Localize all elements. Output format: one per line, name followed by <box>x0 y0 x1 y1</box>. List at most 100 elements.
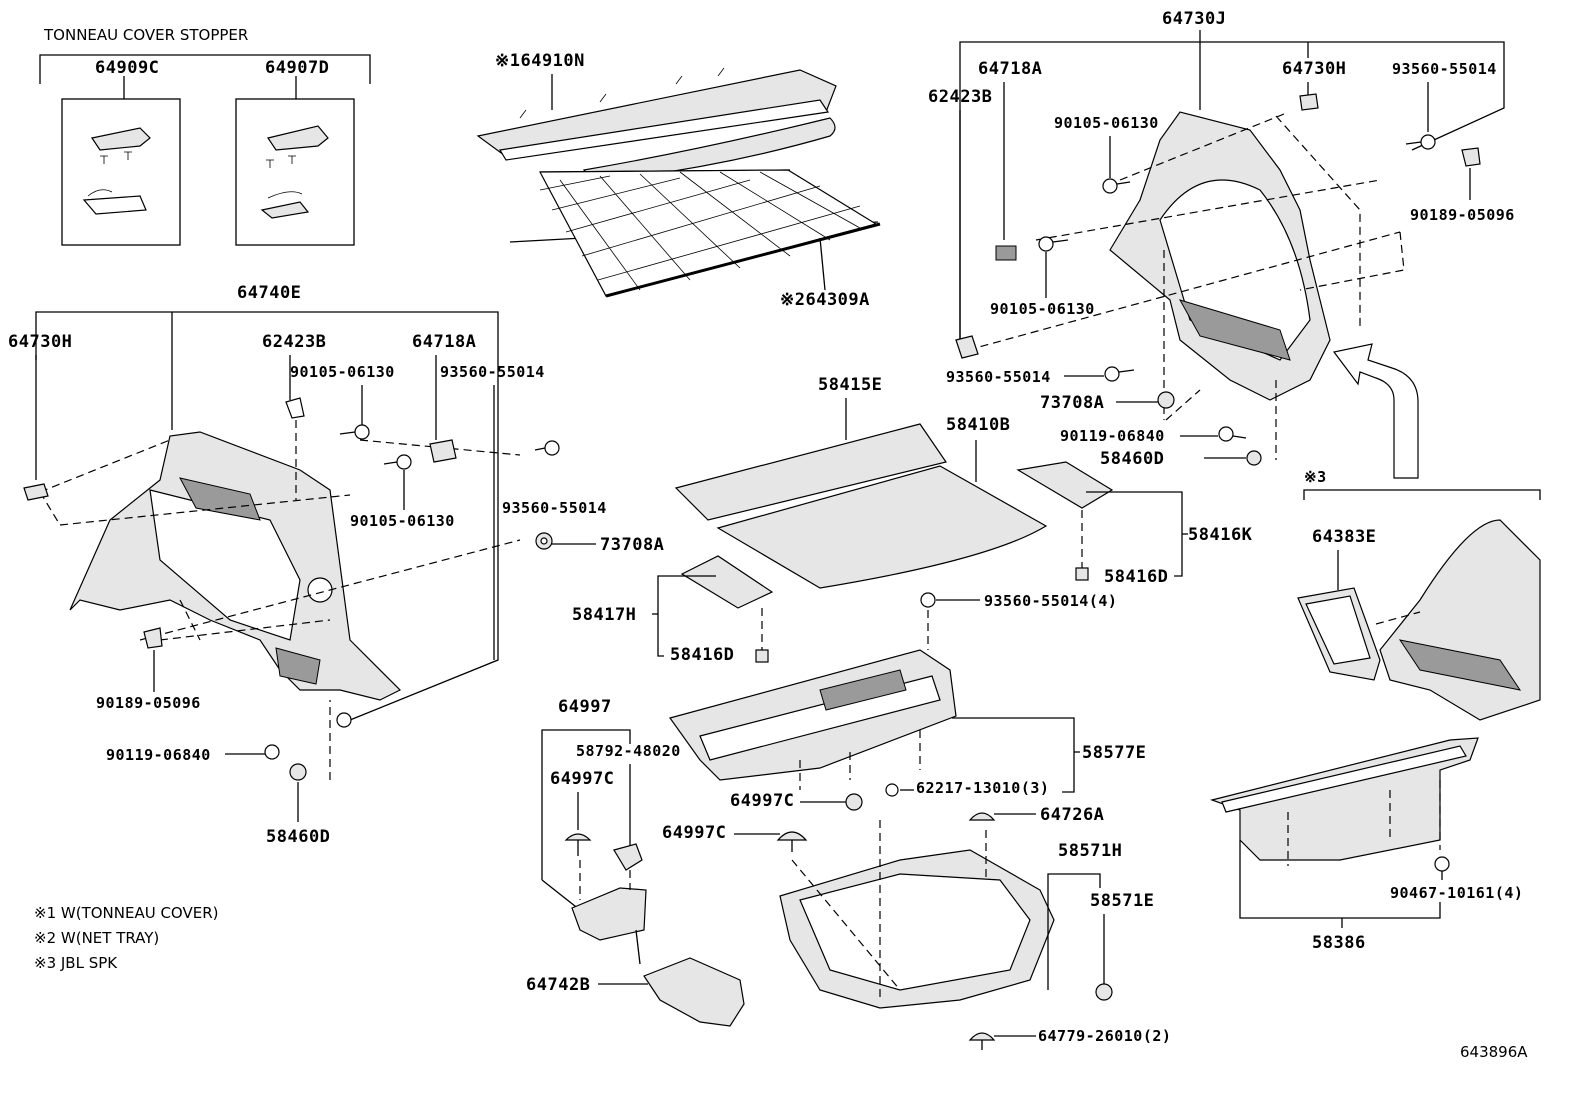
part-93560-d-label: 93560-55014 <box>946 368 1051 386</box>
cap-icon <box>1246 450 1262 466</box>
part-90105-d-label: 90105-06130 <box>990 300 1095 318</box>
part-64742B-label: 64742B <box>526 975 590 995</box>
plug-icon <box>1095 983 1113 1001</box>
clip-icon <box>143 627 163 649</box>
screw-icon <box>1405 134 1436 150</box>
hinge-icon <box>1075 567 1089 581</box>
part-64997-label: 64997 <box>558 697 612 717</box>
part-64718A-right-label: 64718A <box>978 59 1042 79</box>
part-58416D-left-label: 58416D <box>670 645 734 665</box>
part-64997C-a-label: 64997C <box>550 769 614 789</box>
figure-id: 643896A <box>1460 1043 1528 1061</box>
jbl-inset-group: ※3 64383E 90467-10161(4) 58386 <box>1209 468 1541 953</box>
deck-tray-group: 58577E 62217-13010(3) <box>669 649 1146 797</box>
bolt-icon <box>336 712 352 728</box>
lower-parts-group: 64997 58792-48020 64997C 64997C 64997C 6… <box>526 697 1171 1050</box>
part-73708A-right-label: 73708A <box>1040 393 1104 413</box>
clip-icon <box>23 483 49 501</box>
part-64779-label: 64779-26010(2) <box>1038 1027 1171 1045</box>
bracket-64997 <box>571 887 647 941</box>
part-93560-a-label: 93560-55014 <box>440 363 545 381</box>
screw-icon <box>920 592 980 608</box>
part-64997C-b-label: 64997C <box>730 791 794 811</box>
part-64718A-left-label: 64718A <box>412 332 476 352</box>
footnote-1: ※1 W(TONNEAU COVER) <box>34 904 219 922</box>
clip-icon <box>285 397 305 419</box>
part-58416K-label: 58416K <box>1188 525 1253 545</box>
push-clip-icon <box>845 793 863 811</box>
part-58571H-label: 58571H <box>1058 841 1122 861</box>
deck-board-upper <box>674 423 947 521</box>
clip-icon <box>955 335 979 359</box>
side-board-left <box>680 555 774 609</box>
part-64730H-right-label: 64730H <box>1282 59 1346 79</box>
tonneau-cover-stopper-heading: TONNEAU COVER STOPPER <box>43 26 248 44</box>
part-64907D-box <box>235 98 355 246</box>
net-mesh <box>539 171 861 291</box>
deck-board-group: 58415E 58410B 58416K 58416D 58417H 58416… <box>572 375 1253 665</box>
footnote-3: ※3 JBL SPK <box>34 954 118 972</box>
part-90105-c-label: 90105-06130 <box>1054 114 1159 132</box>
push-clip-icon <box>968 1032 996 1050</box>
part-90105-b-label: 90105-06130 <box>350 512 455 530</box>
grommet-icon <box>535 532 553 550</box>
bolt-icon <box>225 744 280 760</box>
bolt-icon <box>1218 426 1247 442</box>
right-side-trim-group: 64730J 64718A 64730H 93560-55014 62423B … <box>928 9 1515 479</box>
part-64909C-box <box>61 98 181 246</box>
part-58415E-label: 58415E <box>818 375 882 395</box>
part-58792-label: 58792-48020 <box>576 742 681 760</box>
part-64740E-label: 64740E <box>237 283 301 303</box>
screw-icon <box>383 454 412 470</box>
part-64907D-label: 64907D <box>265 58 329 78</box>
part-64383E-label: 64383E <box>1312 527 1376 547</box>
clip-icon <box>1299 93 1319 111</box>
push-clip-icon <box>776 831 808 852</box>
bracket-64742B <box>643 957 745 1027</box>
part-64730H-left-label: 64730H <box>8 332 72 352</box>
footnote-2: ※2 W(NET TRAY) <box>34 929 159 947</box>
part-64910N-label: ※164910N <box>495 51 585 71</box>
part-58460D-right-label: 58460D <box>1100 449 1164 469</box>
screw-icon <box>339 424 370 440</box>
part-62423B-right-label: 62423B <box>928 87 992 107</box>
hinge-icon <box>755 649 769 663</box>
cap-icon <box>289 763 307 781</box>
clip-icon <box>1434 856 1450 880</box>
part-62217-label: 62217-13010(3) <box>916 779 1049 797</box>
part-62423B-left-label: 62423B <box>262 332 326 352</box>
part-64309A-label: ※264309A <box>780 290 870 310</box>
bracket-icon <box>429 439 457 463</box>
part-64997C-c-label: 64997C <box>662 823 726 843</box>
grommet-icon <box>1157 391 1175 409</box>
left-side-trim-group: 64740E 64730H 62423B 64718A 90105-06130 … <box>8 283 664 847</box>
push-clip-icon <box>564 833 592 856</box>
part-90119-right-label: 90119-06840 <box>1060 427 1165 445</box>
part-90467-label: 90467-10161(4) <box>1390 884 1523 902</box>
tonneau-cover-group: ※164910N ※264309A <box>476 51 881 310</box>
footnotes: ※1 W(TONNEAU COVER) ※2 W(NET TRAY) ※3 JB… <box>34 904 219 972</box>
side-board-right <box>1016 461 1114 509</box>
part-64730J-label: 64730J <box>1162 9 1226 29</box>
part-73708A-left-label: 73708A <box>600 535 664 555</box>
tonneau-cover-stopper-group: TONNEAU COVER STOPPER 64909C 64907D <box>39 26 371 246</box>
screw-icon <box>1104 366 1135 382</box>
clip-icon <box>1461 147 1481 167</box>
net-tray-shape <box>539 169 878 297</box>
part-90189-right-label: 90189-05096 <box>1410 206 1515 224</box>
part-58416D-right-label: 58416D <box>1104 567 1168 587</box>
part-58386-label: 58386 <box>1312 933 1366 953</box>
part-58410B-label: 58410B <box>946 415 1010 435</box>
part-58460D-left-label: 58460D <box>266 827 330 847</box>
screw-icon <box>1038 236 1069 252</box>
push-clip-icon <box>968 812 996 821</box>
part-64909C-label: 64909C <box>95 58 159 78</box>
part-90189-left-label: 90189-05096 <box>96 694 201 712</box>
screw-icon <box>1102 178 1131 194</box>
part-90119-left-label: 90119-06840 <box>106 746 211 764</box>
part-58417H-label: 58417H <box>572 605 636 625</box>
deck-board-lower <box>716 465 1048 589</box>
connector-icon <box>995 245 1017 261</box>
